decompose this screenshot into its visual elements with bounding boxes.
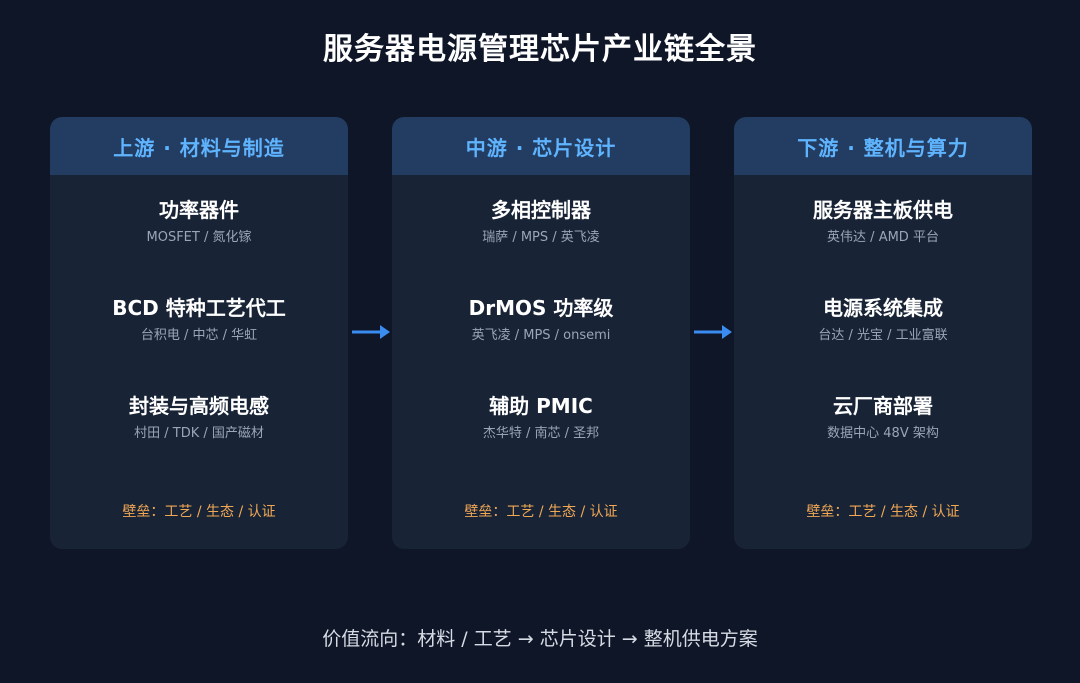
item-title: BCD 特种工艺代工 xyxy=(112,296,286,320)
value-flow-caption: 价值流向：材料 / 工艺 → 芯片设计 → 整机供电方案 xyxy=(322,628,758,650)
chain-item: 多相控制器 瑞萨 / MPS / 英飞凌 xyxy=(392,197,690,247)
column-midstream: 中游 · 芯片设计 多相控制器 瑞萨 / MPS / 英飞凌 DrMOS 功率级… xyxy=(392,117,690,549)
item-title: 功率器件 xyxy=(159,198,239,222)
column-header: 下游 · 整机与算力 xyxy=(734,117,1032,175)
chain-item: DrMOS 功率级 英飞凌 / MPS / onsemi xyxy=(392,295,690,345)
item-title: 电源系统集成 xyxy=(823,296,943,320)
chain-item: 电源系统集成 台达 / 光宝 / 工业富联 xyxy=(734,295,1032,345)
column-downstream: 下游 · 整机与算力 服务器主板供电 英伟达 / AMD 平台 电源系统集成 台… xyxy=(734,117,1032,549)
item-title: DrMOS 功率级 xyxy=(468,296,614,320)
item-subtitle: 村田 / TDK / 国产磁材 xyxy=(134,426,264,441)
chain-item: 云厂商部署 数据中心 48V 架构 xyxy=(734,393,1032,443)
column-header: 中游 · 芯片设计 xyxy=(392,117,690,175)
barrier-note: 壁垒：工艺 / 生态 / 认证 xyxy=(122,504,276,520)
column-upstream: 上游 · 材料与制造 功率器件 MOSFET / 氮化镓 BCD 特种工艺代工 … xyxy=(50,117,348,549)
chain-item: 封装与高频电感 村田 / TDK / 国产磁材 xyxy=(50,393,348,443)
item-title: 服务器主板供电 xyxy=(813,198,953,222)
item-subtitle: 瑞萨 / MPS / 英飞凌 xyxy=(482,230,600,245)
item-subtitle: 台积电 / 中芯 / 华虹 xyxy=(140,328,258,343)
item-subtitle: 杰华特 / 南芯 / 圣邦 xyxy=(482,426,600,441)
item-subtitle: 台达 / 光宝 / 工业富联 xyxy=(818,328,948,343)
chain-item: 辅助 PMIC 杰华特 / 南芯 / 圣邦 xyxy=(392,393,690,443)
chain-item: 服务器主板供电 英伟达 / AMD 平台 xyxy=(734,197,1032,247)
column-header: 上游 · 材料与制造 xyxy=(50,117,348,175)
flow-arrow-icon xyxy=(352,325,390,339)
item-subtitle: 英伟达 / AMD 平台 xyxy=(827,230,939,245)
page-title: 服务器电源管理芯片产业链全景 xyxy=(323,32,757,67)
barrier-note: 壁垒：工艺 / 生态 / 认证 xyxy=(464,504,618,520)
flow-arrow-icon xyxy=(694,325,732,339)
chain-item: 功率器件 MOSFET / 氮化镓 xyxy=(50,197,348,247)
chain-item: BCD 特种工艺代工 台积电 / 中芯 / 华虹 xyxy=(50,295,348,345)
barrier-note: 壁垒：工艺 / 生态 / 认证 xyxy=(806,504,960,520)
item-title: 多相控制器 xyxy=(491,198,591,222)
item-subtitle: 数据中心 48V 架构 xyxy=(827,426,939,441)
item-title: 辅助 PMIC xyxy=(489,394,593,418)
item-title: 封装与高频电感 xyxy=(129,394,269,418)
item-title: 云厂商部署 xyxy=(833,394,933,418)
item-subtitle: MOSFET / 氮化镓 xyxy=(146,230,252,245)
item-subtitle: 英飞凌 / MPS / onsemi xyxy=(471,328,611,343)
